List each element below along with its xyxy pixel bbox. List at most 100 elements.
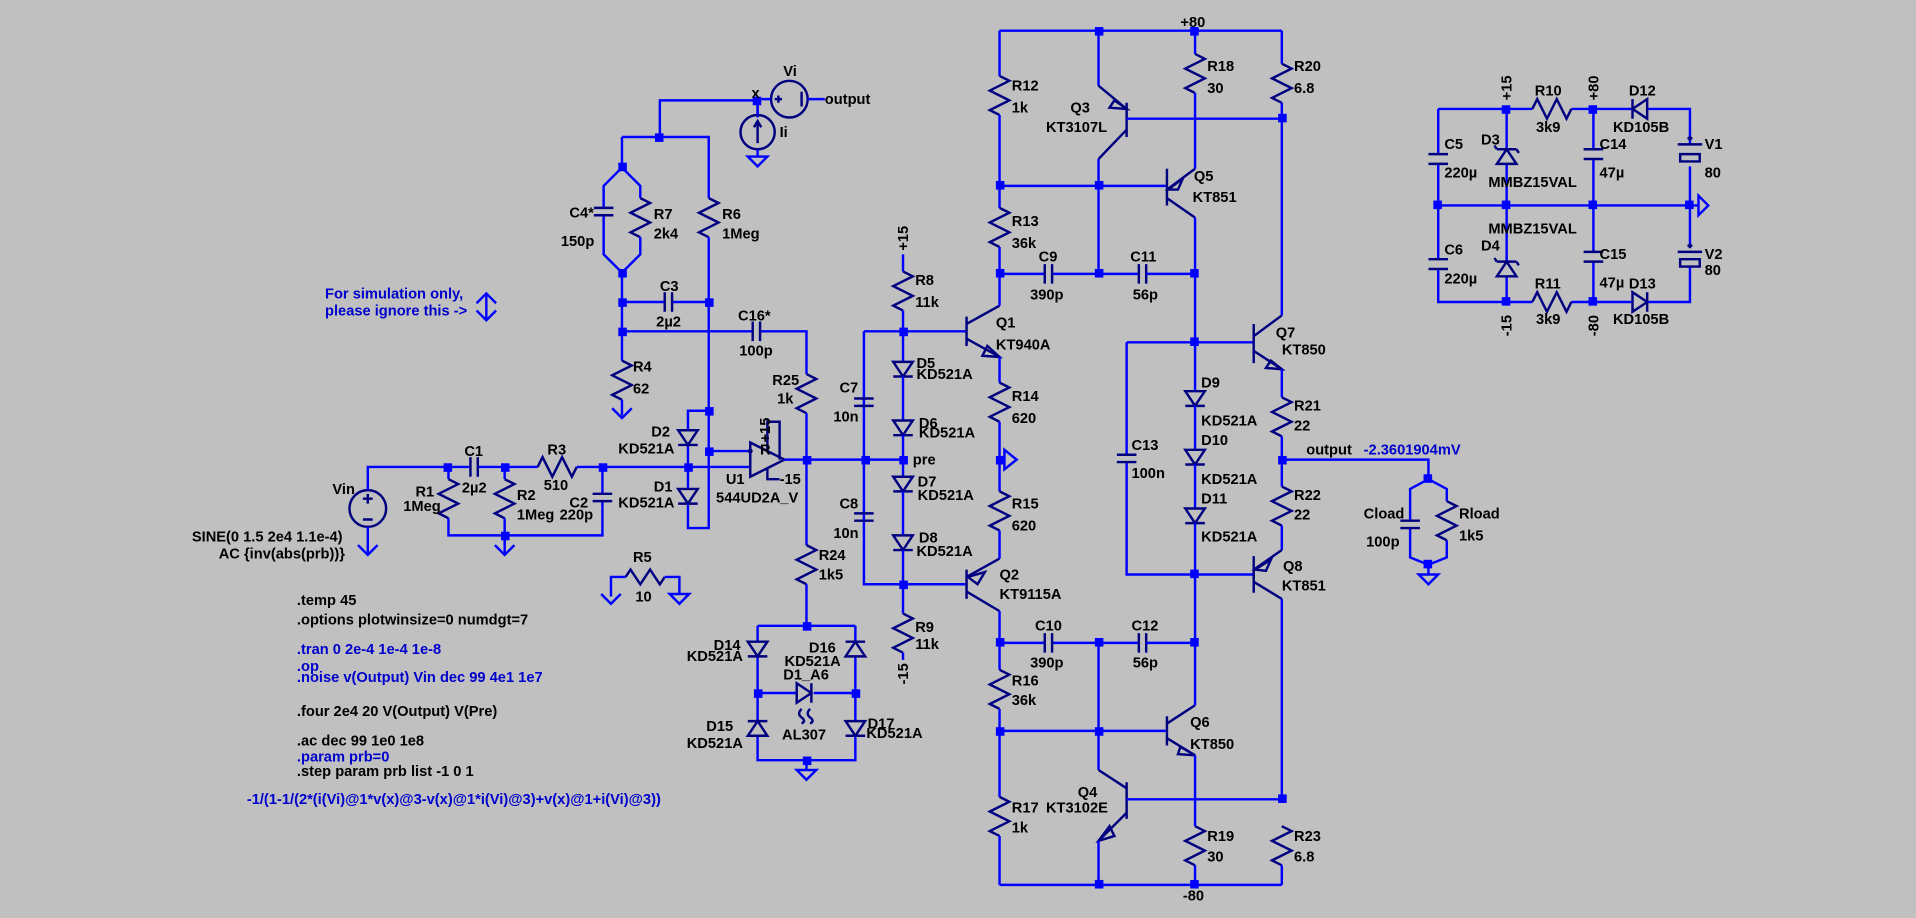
diode-d10[interactable]: D10 KD521A	[1182, 433, 1258, 509]
resistor-r14[interactable]: R14 620	[987, 356, 1040, 492]
diode-d8[interactable]: D8 KD521A	[890, 531, 973, 614]
resistor-r7[interactable]: R7 2k4	[621, 166, 679, 274]
capacitor-c5[interactable]: C5 220µ	[1428, 137, 1477, 181]
directive-step[interactable]: .step param prb list -1 0 1	[297, 764, 474, 780]
probe-ii[interactable]: Ii	[739, 102, 788, 169]
diode-d6[interactable]: D6 KD521A	[890, 416, 976, 477]
bidirectional-port-icon[interactable]	[475, 291, 497, 323]
transistor-q2[interactable]: Q2 KT9115A	[903, 557, 1062, 613]
probe-vi[interactable]: Vi output	[761, 64, 870, 119]
resistor-r6[interactable]: R6 1Meg	[686, 197, 760, 530]
battery-v2[interactable]: V2 80	[1677, 243, 1723, 279]
junction	[851, 689, 861, 698]
directive-ac[interactable]: .ac dec 99 1e0 1e8	[297, 734, 424, 750]
capacitor-c14[interactable]: C14 47µ	[1583, 137, 1628, 181]
transistor-q3[interactable]: Q3 KT3107L	[1046, 30, 1287, 274]
directive-op[interactable]: .op	[297, 659, 319, 675]
transistor-q8[interactable]: Q8 KT851	[1251, 549, 1326, 800]
transistor-q4[interactable]: Q4 KT3102E	[1046, 768, 1287, 885]
resistor-r15[interactable]: R15 620	[987, 490, 1039, 559]
svg-text:1Meg: 1Meg	[722, 226, 759, 242]
svg-text:Cload: Cload	[1364, 506, 1405, 522]
resistor-r20[interactable]: R20 6.8	[1269, 30, 1321, 316]
transistor-q1[interactable]: Q1 KT940A	[903, 304, 1051, 359]
resistor-r22[interactable]: R22 22	[1269, 485, 1321, 551]
directive-tran[interactable]: .tran 0 2e-4 1e-4 1e-8	[297, 642, 441, 658]
svg-text:MMBZ15VAL: MMBZ15VAL	[1488, 175, 1577, 191]
capacitor-c6[interactable]: C6 220µ	[1428, 242, 1477, 288]
svg-text:220p: 220p	[560, 507, 593, 523]
ground-icon	[744, 155, 771, 169]
directive-temp[interactable]: .temp 45	[297, 593, 356, 609]
resistor-r11[interactable]: R11 3k9	[1531, 277, 1573, 328]
svg-text:C10: C10	[1035, 619, 1062, 635]
junction	[1588, 297, 1598, 306]
svg-text:6.8: 6.8	[1294, 850, 1314, 866]
zener-d4[interactable]: D4 MMBZ15VAL	[1481, 222, 1577, 278]
svg-text:KD521A: KD521A	[918, 488, 975, 504]
ground-icon	[611, 407, 633, 420]
resistor-r9[interactable]: R9 11k -15	[890, 612, 940, 685]
transistor-q6[interactable]: Q6 KT850	[1165, 684, 1234, 827]
resistor-r4[interactable]: R4 62	[609, 354, 653, 420]
capacitor-c12[interactable]: C12 56p	[1132, 619, 1199, 672]
svg-text:R3: R3	[547, 443, 566, 459]
capacitor-c16[interactable]: C16* 100p	[618, 308, 808, 375]
diode-d9[interactable]: D9 KD521A	[1182, 342, 1258, 450]
directive-four[interactable]: .four 2e4 20 V(Output) V(Pre)	[297, 704, 497, 720]
capacitor-c7[interactable]: C7 10n	[833, 380, 874, 426]
capacitor-c13[interactable]: C13 100n	[1116, 438, 1165, 482]
capacitor-c10[interactable]: C10 390p	[995, 611, 1139, 671]
led-d1-a6[interactable]: D1_A6 AL307	[782, 668, 829, 744]
resistor-r10[interactable]: R10 3k9	[1531, 83, 1573, 136]
diode-d1[interactable]: D1 KD521A	[618, 466, 701, 511]
diode-d5[interactable]: D5 KD521A	[890, 356, 973, 421]
resistor-r2[interactable]: R2 1Meg	[492, 466, 554, 557]
directive-options[interactable]: .options plotwinsize=0 numdgt=7	[297, 613, 528, 629]
resistor-r1[interactable]: R1 1Meg	[403, 466, 604, 537]
capacitor-c3[interactable]: C3 2µ2	[618, 279, 714, 330]
diode-d13[interactable]: D13 KD105B	[1613, 277, 1669, 328]
diode-d14[interactable]: D14 KD521A	[687, 638, 770, 665]
diode-d2[interactable]: D2 KD521A	[618, 407, 714, 467]
resistor-r5[interactable]: R5 10	[600, 550, 693, 606]
battery-v1[interactable]: V1 80	[1677, 135, 1723, 182]
directive-expression[interactable]: -1/(1-1/(2*(i(Vi)@1*v(x)@3-v(x)@1*i(Vi)@…	[247, 792, 661, 808]
resistor-r25[interactable]: R25 1k	[772, 372, 819, 460]
directive-noise[interactable]: .noise v(Output) Vin dec 99 4e1 1e7	[297, 670, 543, 686]
resistor-r18[interactable]: R18 30	[1182, 30, 1234, 169]
capacitor-cload[interactable]: Cload 100p	[1364, 506, 1420, 550]
resistor-r24[interactable]: R24 1k5	[793, 459, 847, 626]
resistor-r16[interactable]: R16 36k	[987, 668, 1039, 797]
directive-param[interactable]: .param prb=0	[297, 749, 389, 765]
diode-d11[interactable]: D11 KD521A	[1182, 492, 1258, 685]
diode-d15[interactable]: D15 KD521A	[687, 719, 770, 752]
resistor-r12[interactable]: R12 1k	[987, 30, 1039, 208]
diode-d17[interactable]: D17 KD521A	[843, 716, 923, 742]
capacitor-c15[interactable]: C15 47µ	[1583, 247, 1627, 291]
junction	[500, 531, 510, 541]
resistor-r17[interactable]: R17 1k	[987, 795, 1039, 885]
zener-d3[interactable]: D3 MMBZ15VAL	[1481, 132, 1577, 191]
junction	[705, 447, 714, 456]
svg-text:C13: C13	[1132, 438, 1159, 454]
transistor-q7[interactable]: Q7 KT850	[1252, 314, 1326, 371]
resistor-r21[interactable]: R21 22	[1269, 369, 1321, 487]
svg-text:C4*: C4*	[569, 206, 594, 222]
junction	[1588, 105, 1598, 114]
capacitor-c4[interactable]: C4* 150p	[561, 166, 623, 274]
resistor-r23[interactable]: R23 6.8	[1269, 825, 1321, 885]
capacitor-c8[interactable]: C8 10n	[833, 496, 874, 542]
capacitor-c11[interactable]: C11 56p	[1130, 250, 1196, 304]
svg-text:56p: 56p	[1133, 288, 1158, 304]
svg-text:R7: R7	[654, 207, 673, 223]
opamp-u1[interactable]: R +15 -15 U1 544UD2A_V	[716, 418, 801, 507]
transistor-q5[interactable]: Q5 KT851	[1164, 167, 1237, 343]
svg-text:R11: R11	[1535, 277, 1561, 293]
diode-d12[interactable]: D12 KD105B	[1613, 83, 1669, 136]
diode-d7[interactable]: D7 KD521A	[890, 474, 975, 536]
diode-d16[interactable]: D16 KD521A	[784, 639, 868, 670]
source-vin[interactable]: Vin SINE(0 1.5 2e4 1.1e-4) AC {inv(abs(p…	[192, 465, 449, 563]
resistor-rload[interactable]: Rload 1k5	[1434, 500, 1500, 544]
